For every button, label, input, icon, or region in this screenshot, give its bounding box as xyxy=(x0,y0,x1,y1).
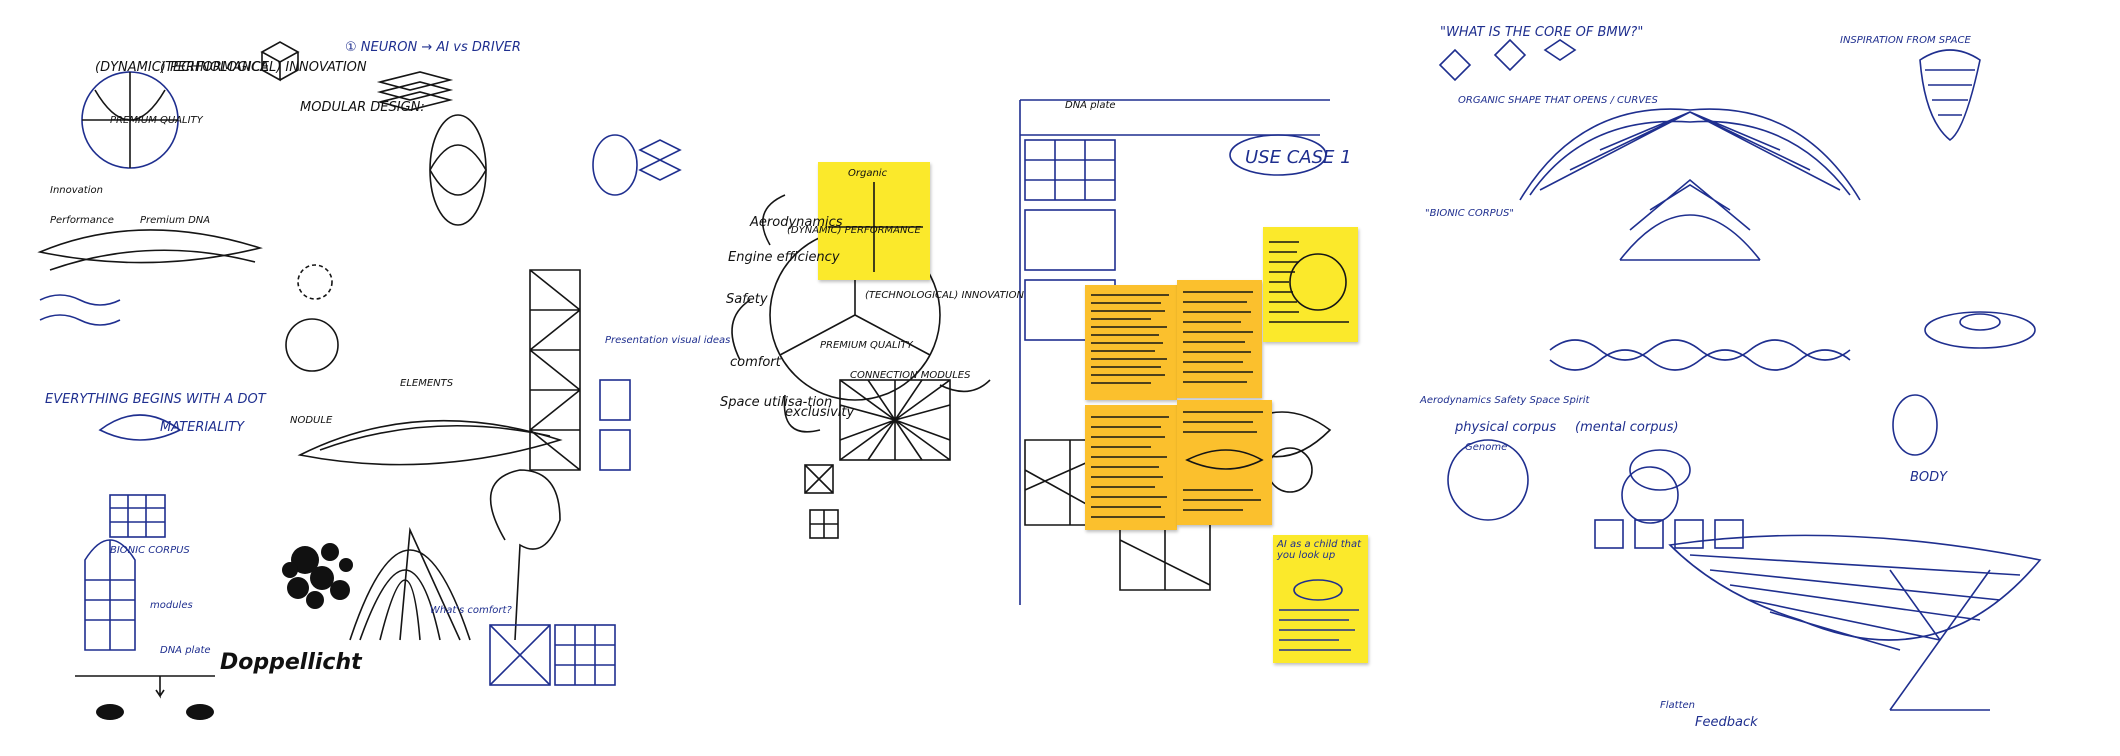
mid-note-technological-innovation: (TECHNOLOGICAL) INNOVATION xyxy=(865,290,1024,301)
note-what-is-comfort: What's comfort? xyxy=(430,605,512,616)
right-note-genome: Genome xyxy=(1465,442,1508,453)
note-innovation: Innovation xyxy=(50,185,103,196)
sticky-note-ai-child-text: AI as a child that you look up xyxy=(1277,539,1362,561)
right-note-mental-corpus: (mental corpus) xyxy=(1575,420,1679,435)
note-dynamic-performance: (DYNAMIC) PERFORMANCE xyxy=(95,60,269,75)
mid-note-use-case: USE CASE 1 xyxy=(1245,147,1352,168)
note-performance: Performance xyxy=(50,215,114,226)
note-premium-quality: PREMIUM QUALITY xyxy=(110,115,203,126)
sticky-note-ai-child: AI as a child that you look up xyxy=(1273,535,1368,663)
sticky-note-2 xyxy=(1177,280,1262,398)
note-nodule: NODULE xyxy=(290,415,333,426)
right-note-feedback: Feedback xyxy=(1695,715,1758,730)
note-driver-ai: ① NEURON → AI vs DRIVER xyxy=(345,40,521,55)
sticky-note-title: Organic xyxy=(848,168,888,179)
mid-note-comfort: comfort xyxy=(730,355,781,370)
mid-note-premium-quality: PREMIUM QUALITY xyxy=(820,340,913,351)
sketch-sheet-left: (DYNAMIC) PERFORMANCE (TECHNOLOGICAL) IN… xyxy=(0,0,730,756)
right-note-flatten: Flatten xyxy=(1660,700,1695,711)
note-elements: ELEMENTS xyxy=(400,378,454,389)
note-bionic-corpus: BIONIC CORPUS xyxy=(110,545,190,556)
mid-note-space-utilisation: Space utilisa-tion xyxy=(720,395,833,410)
note-everything-begins: EVERYTHING BEGINS WITH A DOT xyxy=(45,392,266,407)
right-note-body: BODY xyxy=(1910,470,1948,485)
mid-note-engine-efficiency: Engine efficiency xyxy=(728,250,840,265)
mid-note-aerodynamics: Aerodynamics xyxy=(750,215,843,230)
sketch-sheet-right: "WHAT IS THE CORE OF BMW?" INSPIRATION F… xyxy=(1420,0,2120,756)
note-presentation: Presentation visual ideas xyxy=(605,335,731,346)
right-note-organic-shape: ORGANIC SHAPE THAT OPENS / CURVES xyxy=(1458,95,1658,106)
right-note-physical-corpus: physical corpus xyxy=(1455,420,1557,435)
mid-note-connection-modules: CONNECTION MODULES xyxy=(850,370,971,381)
sketch-sheet-middle: Organic AI as a child that you look up (… xyxy=(690,0,1370,756)
note-modular-design: MODULAR DESIGN: xyxy=(300,100,425,115)
right-note-aerodynamics: Aerodynamics Safety Space Spirit xyxy=(1420,395,1590,406)
right-note-core-question: "WHAT IS THE CORE OF BMW?" xyxy=(1440,25,1644,40)
mid-note-dna-plate: DNA plate xyxy=(1065,100,1116,111)
note-dna-plate: DNA plate xyxy=(160,645,211,656)
note-modules: modules xyxy=(150,600,193,611)
sticky-note-5 xyxy=(1177,400,1272,525)
sticky-note-organic: Organic xyxy=(818,162,930,280)
right-note-bionic-corpus: "BIONIC CORPUS" xyxy=(1425,208,1514,219)
note-premium-dna: Premium DNA xyxy=(140,215,211,226)
mid-note-safety: Safety xyxy=(726,292,768,307)
note-doppellicht: Doppellicht xyxy=(220,650,362,675)
sticky-note-4 xyxy=(1085,405,1177,530)
note-materiality: MATERIALITY xyxy=(160,420,245,435)
note-technological-innovation: (TECHNOLOGICAL) INNOVATION xyxy=(160,60,367,75)
right-note-inspiration: INSPIRATION FROM SPACE xyxy=(1840,35,1971,46)
sticky-note-1 xyxy=(1085,285,1177,400)
sketch-drawings-left xyxy=(37,41,682,720)
mid-note-exclusivity: exclusivity xyxy=(785,405,855,420)
sticky-note-3 xyxy=(1263,227,1358,342)
sketch-drawings-right xyxy=(1438,38,2042,711)
sketch-drawings-middle xyxy=(731,99,1332,605)
mid-note-dynamic-performance: (DYNAMIC) PERFORMANCE xyxy=(787,225,921,236)
